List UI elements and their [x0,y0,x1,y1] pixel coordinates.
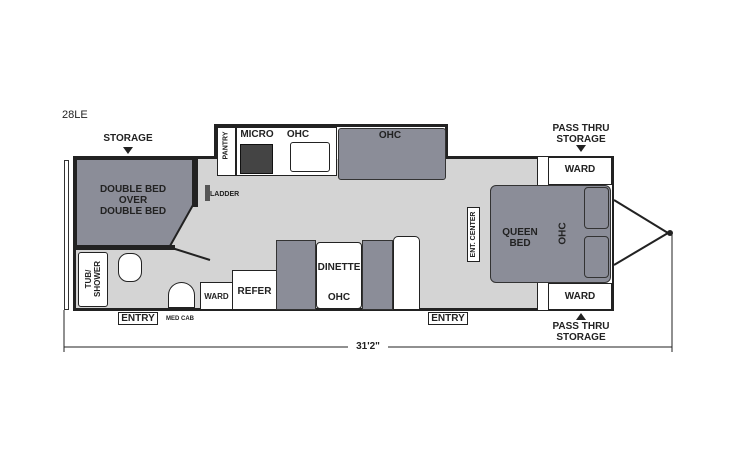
ohc-kitchen-label: OHC [286,129,310,140]
sink-icon [290,142,330,172]
ohc-dinette-label: OHC [327,292,351,303]
double-bed [75,158,194,247]
stove-icon [240,144,273,174]
entry-mid-label: ENTRY [431,313,465,324]
double-bed-label: DOUBLE BED OVER DOUBLE BED [99,184,167,217]
entry-rear-label: ENTRY [121,313,155,324]
med-cab-label: MED CAB [166,316,194,322]
hitch [613,232,669,266]
ent-center-label: ENT. CENTER [470,211,477,258]
toilet-icon [118,253,142,282]
refrigerator [232,270,277,310]
queen-bed-label: QUEEN BED [502,227,538,249]
micro-label: MICRO [240,129,274,140]
wardrobe-top [548,157,612,185]
bath-sink-icon [168,282,195,308]
ward-bottom-label: WARD [564,291,596,302]
divider [235,127,237,176]
dinette-table [316,242,362,309]
bath-door [171,247,211,261]
ward-bath-label: WARD [204,292,229,301]
storage-arrow [123,147,133,154]
ohc-bed-label: OHC [557,222,569,245]
entertainment-center [467,207,480,262]
pass-thru-top-label: PASS THRU STORAGE [552,123,610,145]
chair [393,236,420,310]
hitch [613,199,669,234]
pillow [584,187,609,229]
dinette-label: DINETTE [317,262,361,273]
ladder-icon [205,185,210,201]
dinette-bench-right [362,240,393,310]
entry-door-rear [118,312,158,325]
wardrobe-bottom [548,283,612,310]
rear-bumper [64,160,69,310]
entry-door-mid [428,312,468,325]
bath-wall [75,245,175,250]
length-label: 31'2" [348,341,388,352]
bath-wardrobe [200,282,233,310]
bed-wall [193,159,198,207]
pass-thru-arrow-top [576,145,586,152]
ward-top-label: WARD [564,164,596,175]
pass-thru-bottom-label: PASS THRU STORAGE [552,321,610,343]
storage-label: STORAGE [103,133,153,144]
sofa [338,128,446,180]
model-name: 28LE [62,109,88,121]
dinette-bench-left [276,240,316,310]
tub-shower [78,252,108,307]
ladder-label: LADDER [210,191,240,198]
pillow [584,236,609,278]
tub-shower-label: TUB/ SHOWER [84,261,102,297]
pass-thru-arrow-bottom [576,313,586,320]
refer-label: REFER [237,286,272,297]
ohc-slide-label: OHC [378,130,402,141]
